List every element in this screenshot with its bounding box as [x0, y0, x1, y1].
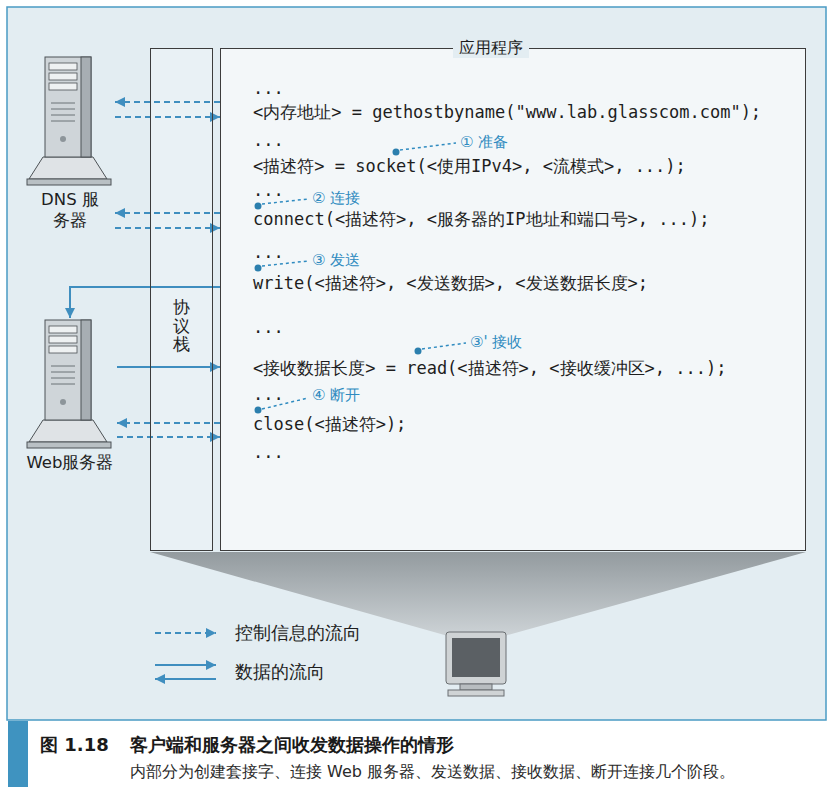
server-label: Web服务器	[25, 453, 115, 474]
code-line: close(<描述符>);	[253, 414, 406, 434]
code-ellipsis: ...	[253, 317, 284, 337]
code-ellipsis: ...	[253, 130, 284, 150]
control-flow-arrow	[115, 116, 220, 118]
control-flow-arrow	[117, 422, 220, 424]
figure-frame	[7, 7, 826, 720]
drive-bay	[49, 326, 77, 333]
server-stand	[29, 420, 107, 442]
caption-panel	[7, 721, 826, 788]
code-line: <接收数据长度> = read(<描述符>, <接收缓冲区>, ...);	[253, 358, 726, 378]
drive-bay	[49, 346, 77, 353]
callout-dot	[255, 203, 262, 210]
vent-line	[51, 109, 75, 110]
server-side	[81, 320, 91, 420]
monitor-neck	[460, 684, 492, 690]
power-button	[60, 136, 66, 142]
server-stand	[29, 157, 107, 179]
figure-caption: 内部分为创建套接字、连接 Web 服务器、发送数据、接收数据、断开连接几个阶段。	[130, 762, 735, 782]
figure-number: 图 1.18	[40, 735, 109, 755]
monitor-frame	[446, 632, 506, 684]
legend-label: 控制信息的流向	[235, 622, 361, 644]
server-feet	[27, 442, 111, 448]
box-title: 应用程序	[453, 38, 529, 58]
application-fill	[220, 48, 806, 551]
vent-line	[51, 103, 75, 104]
callout-leader	[422, 343, 466, 349]
monitor-base	[448, 690, 504, 696]
vent-line	[51, 372, 75, 373]
control-flow-arrow	[117, 436, 220, 438]
code-line: connect(<描述符>, <服务器的IP地址和端口号>, ...);	[253, 209, 709, 229]
legend-data-sample	[155, 664, 216, 666]
code-ellipsis: ...	[253, 384, 284, 404]
application-box: 应用程序	[220, 48, 806, 551]
legend-control-sample	[155, 632, 216, 634]
server-icon	[25, 55, 115, 187]
drive-bay	[49, 336, 77, 343]
server-icon	[25, 318, 115, 450]
vent-line	[51, 121, 75, 122]
data-flow-arrow	[117, 366, 220, 368]
callout-dot	[415, 348, 422, 355]
code-line: write(<描述符>, <发送数据>, <发送数据长度>;	[253, 273, 648, 293]
dns-server: DNS 服务器	[25, 55, 115, 231]
server-feet	[27, 179, 111, 185]
server-body	[45, 320, 91, 420]
control-flow-arrow	[115, 101, 220, 103]
callout-dot	[393, 149, 400, 156]
callout-label: ③ 发送	[312, 250, 360, 270]
vent-line	[51, 115, 75, 116]
callout-label: ④ 断开	[312, 385, 360, 405]
callout-label: ① 准备	[460, 132, 508, 152]
data-flow-arrow	[70, 287, 220, 318]
code-ellipsis: ...	[253, 180, 284, 200]
control-flow-arrow	[115, 212, 220, 214]
code-line: <描述符> = socket(<使用IPv4>, <流模式>, ...);	[253, 156, 686, 176]
monitor-screen	[452, 638, 500, 677]
control-flow-arrow	[115, 227, 220, 229]
server-body	[45, 57, 91, 157]
legend-data-sample	[155, 678, 216, 680]
server-label: DNS 服务器	[40, 190, 100, 231]
callout-label: ③' 接收	[470, 332, 522, 352]
caption-bar	[8, 721, 28, 787]
code-ellipsis: ...	[253, 442, 284, 462]
callout-dot	[255, 407, 262, 414]
vent-line	[51, 366, 75, 367]
callout-dot	[255, 265, 262, 272]
figure-title: 客户端和服务器之间收发数据操作的情形	[130, 735, 454, 755]
drive-bay	[49, 73, 77, 80]
callout-label: ② 连接	[312, 188, 360, 208]
code-line: <内存地址> = gethostbyname("www.lab.glasscom…	[253, 102, 761, 122]
power-button	[60, 399, 66, 405]
drive-bay	[49, 83, 77, 90]
code-ellipsis: ...	[253, 78, 284, 98]
code-ellipsis: ...	[253, 242, 284, 262]
vent-line	[51, 384, 75, 385]
legend-label: 数据的流向	[235, 661, 325, 683]
server-side	[81, 57, 91, 157]
vent-line	[51, 378, 75, 379]
column-label: 协议栈	[173, 298, 190, 354]
protocol-stack-column: 协议栈	[150, 48, 213, 551]
callout-leader	[400, 143, 456, 150]
web-server: Web服务器	[23, 318, 117, 474]
stack-fill	[150, 48, 213, 551]
drive-bay	[49, 63, 77, 70]
